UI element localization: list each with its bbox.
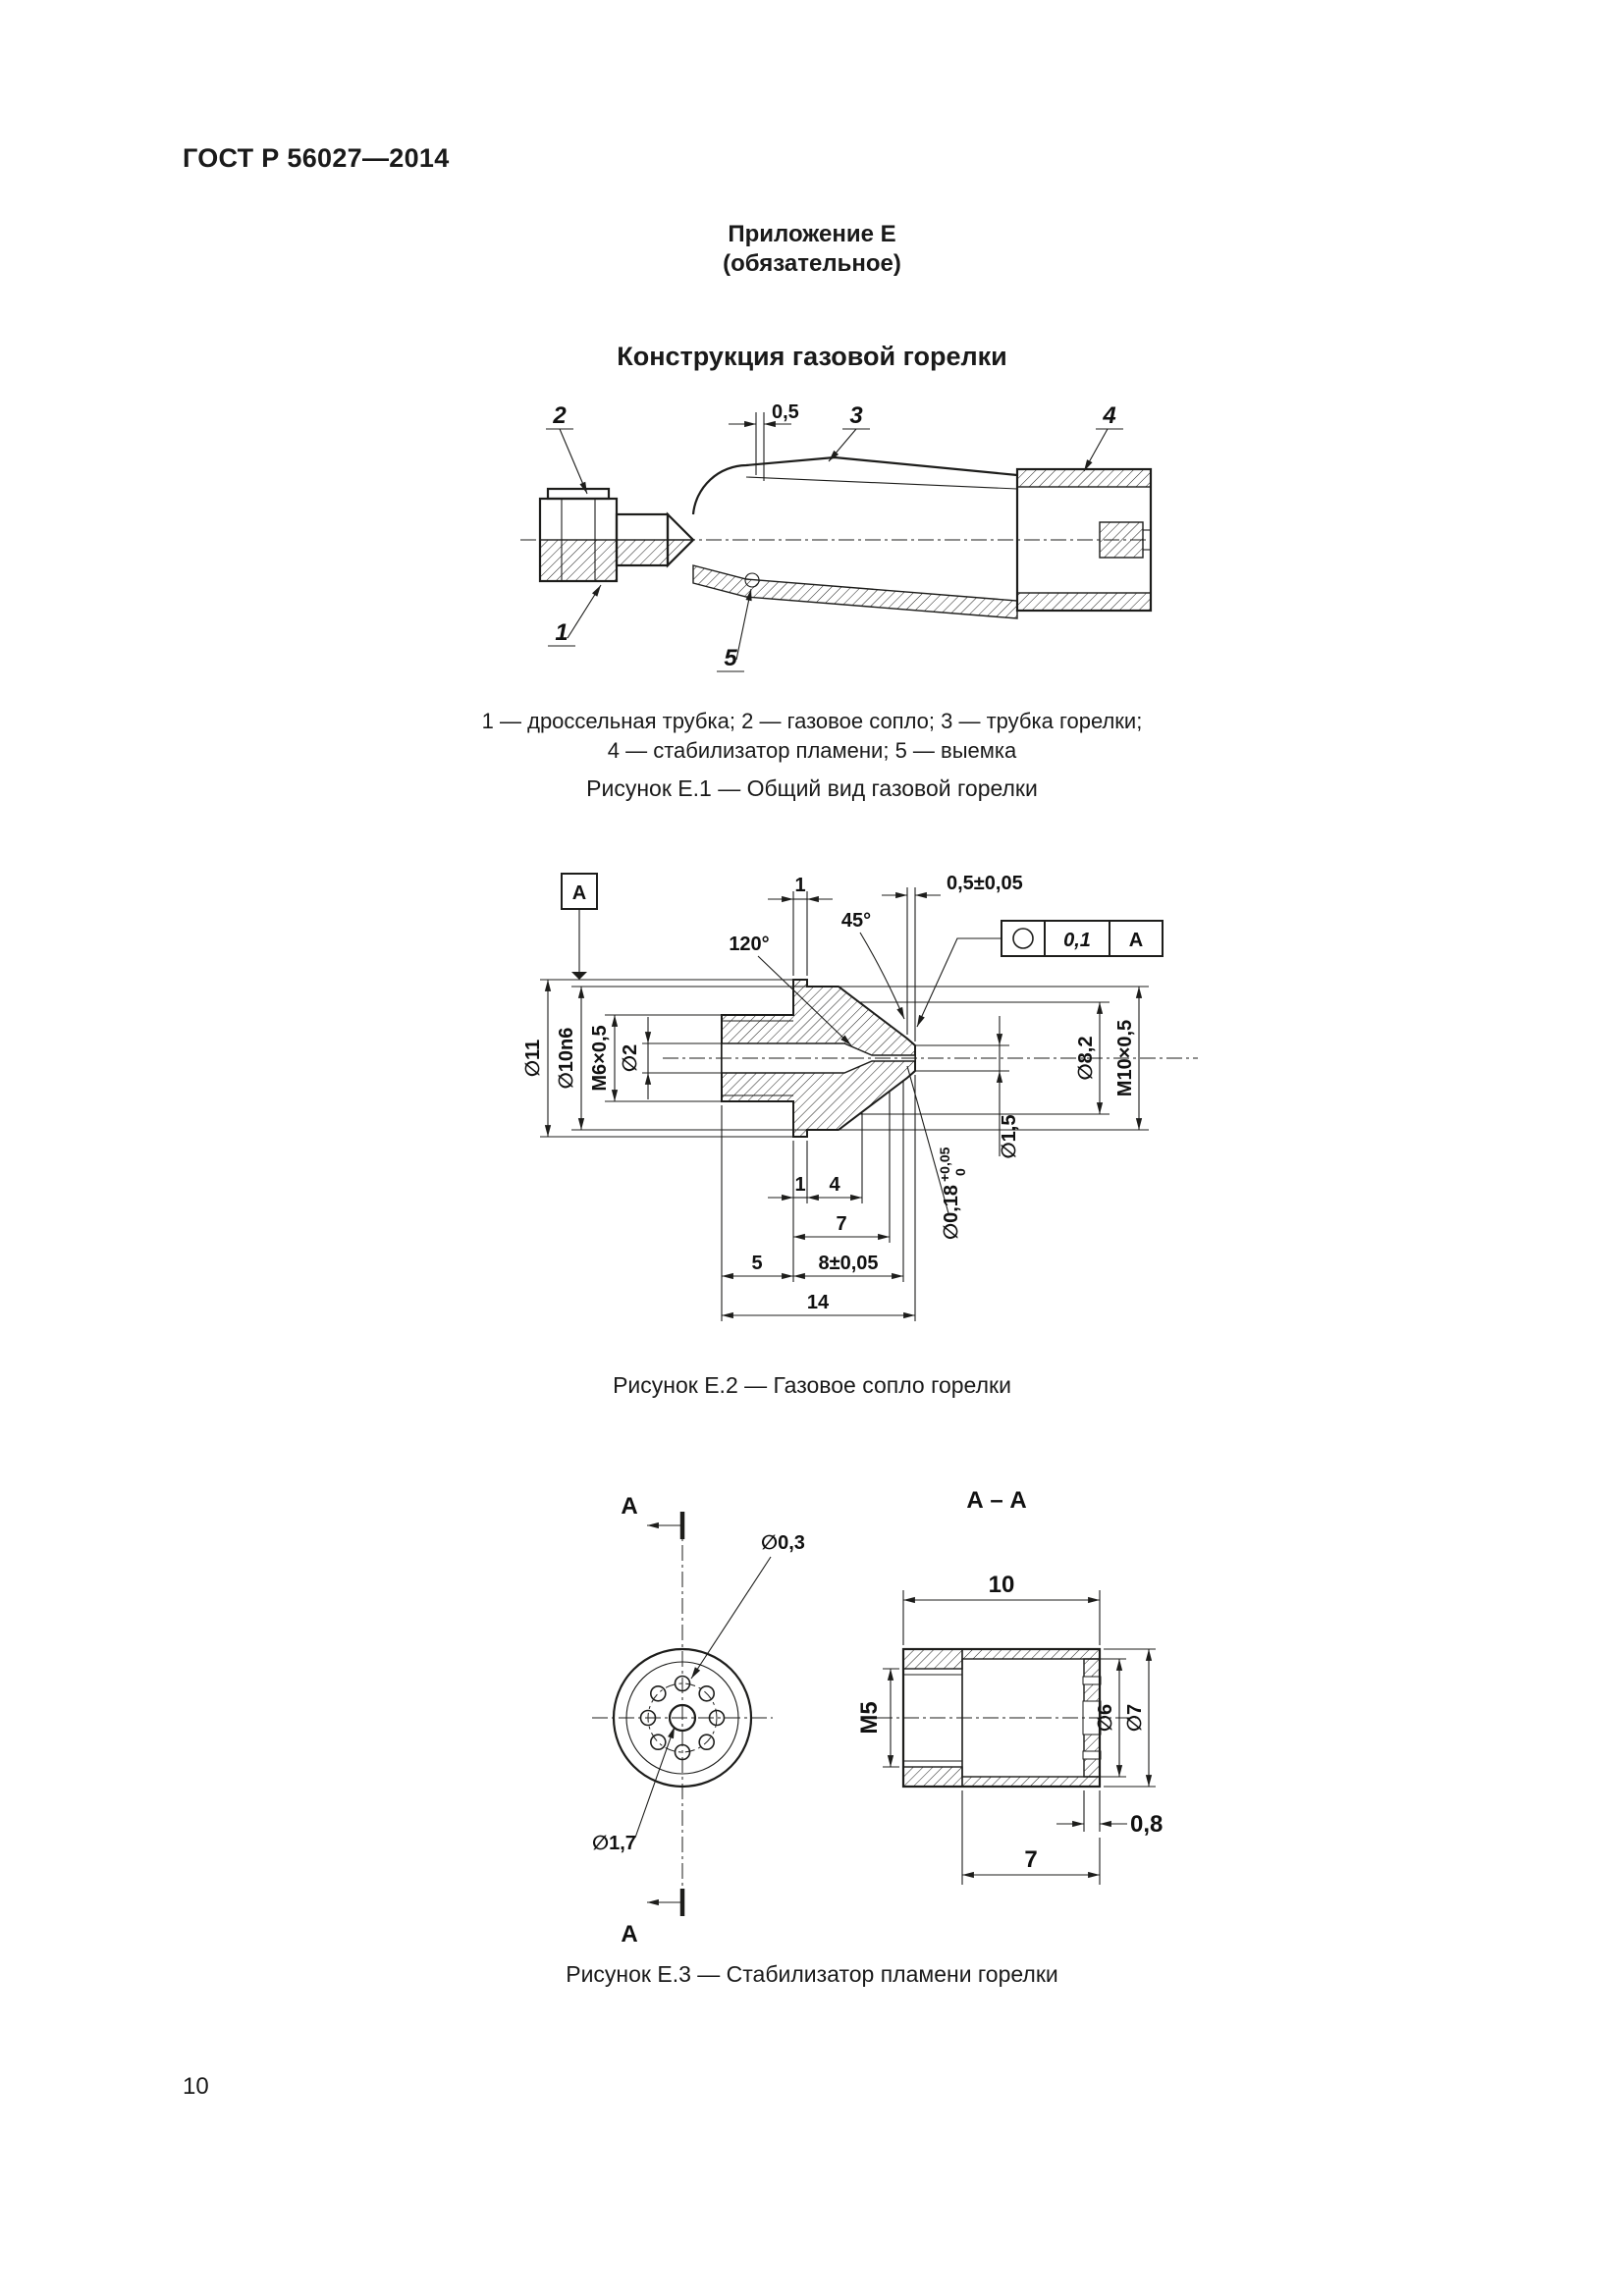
section-view-dimensions: 10 М5 ∅6 ∅7 0,8 7 bbox=[856, 1572, 1163, 1885]
dim-7-bottom: 7 bbox=[1024, 1846, 1037, 1873]
dim-thread-m6: М6×0,5 bbox=[589, 1025, 611, 1091]
recess-notch bbox=[744, 572, 760, 588]
dim-8: 8±0,05 bbox=[818, 1253, 878, 1274]
end-view-dimensions: ∅0,3 ∅1,7 bbox=[592, 1532, 805, 1854]
dim-0-5: 0,5 bbox=[729, 401, 799, 481]
standard-number: ГОСТ Р 56027—2014 bbox=[183, 143, 450, 173]
dim-dia-11: ∅11 bbox=[522, 1040, 544, 1077]
dim-dia-03: ∅0,3 bbox=[761, 1532, 805, 1554]
burner-body bbox=[538, 455, 1153, 619]
right-dimensions: ∅8,2 М10×0,5 ∅1,5 bbox=[839, 986, 1149, 1159]
top-dimensions: 1 0,5±0,05 45° 120° bbox=[729, 873, 1023, 1046]
dim-1-top: 1 bbox=[794, 875, 805, 896]
appendix-line1: Приложение Е bbox=[728, 221, 896, 247]
figure-e2-caption: Рисунок Е.2 — Газовое сопло горелки bbox=[613, 1372, 1011, 1398]
stabilizer-section-view: А – А bbox=[877, 1487, 1142, 1789]
dim-orifice-tol-plus: +0,05 bbox=[937, 1147, 952, 1182]
dim-angle-45: 45° bbox=[841, 910, 871, 932]
stabilizer-end-view bbox=[592, 1519, 773, 1914]
section-title: Конструкция газовой горелки bbox=[617, 342, 1007, 371]
orifice-dimension: ∅0,18 +0,05 0 bbox=[906, 1065, 968, 1240]
bottom-dimensions: 1 4 7 5 8±0,05 14 bbox=[721, 1075, 916, 1321]
tolerance-datum: А bbox=[1129, 930, 1143, 951]
appendix-line2: (обязательное) bbox=[723, 250, 901, 277]
part-number-5: 5 bbox=[724, 645, 737, 671]
legend-line2: 4 — стабилизатор пламени; 5 — выемка bbox=[607, 738, 1017, 763]
dim-dia-15: ∅1,5 bbox=[999, 1115, 1020, 1159]
figure-e2-drawing: ∅11 ∅10n6 М6×0,5 ∅2 А 1 0,5±0,05 45° bbox=[522, 873, 1198, 1321]
section-line-a: А А bbox=[621, 1493, 685, 1948]
left-dimensions: ∅11 ∅10n6 М6×0,5 ∅2 bbox=[522, 979, 807, 1138]
dim-thread-m10: М10×0,5 bbox=[1114, 1020, 1136, 1096]
figure-e1-legend: 1 — дроссельная трубка; 2 — газовое сопл… bbox=[76, 707, 1548, 766]
section-view-title: А – А bbox=[966, 1487, 1026, 1514]
dim-dia-7: ∅7 bbox=[1124, 1704, 1146, 1732]
dim-4: 4 bbox=[829, 1174, 840, 1196]
dim-14: 14 bbox=[807, 1292, 830, 1313]
legend-line1: 1 — дроссельная трубка; 2 — газовое сопл… bbox=[481, 709, 1143, 733]
tolerance-frame: 0,1 А bbox=[916, 920, 1164, 1028]
datum-label: А bbox=[572, 882, 586, 904]
dim-dia-82: ∅8,2 bbox=[1075, 1037, 1097, 1081]
dim-dia-2: ∅2 bbox=[620, 1044, 641, 1072]
datum-triangle bbox=[571, 972, 587, 980]
part-number-4: 4 bbox=[1102, 402, 1115, 429]
section-letter-top: А bbox=[621, 1493, 637, 1520]
dim-label-gap: 0,5 bbox=[772, 401, 799, 423]
figure-e1-caption: Рисунок Е.1 — Общий вид газовой горелки bbox=[586, 775, 1038, 801]
dim-10: 10 bbox=[989, 1572, 1015, 1598]
dim-08: 0,8 bbox=[1130, 1811, 1163, 1838]
roundness-symbol-icon bbox=[1012, 928, 1034, 949]
dim-5: 5 bbox=[751, 1253, 762, 1274]
dim-orifice: ∅0,18 bbox=[941, 1185, 962, 1240]
section-letter-bottom: А bbox=[621, 1921, 637, 1948]
dim-dia-6: ∅6 bbox=[1095, 1704, 1116, 1732]
figure-e1-drawing: 0,5 2 3 4 1 5 bbox=[520, 401, 1153, 672]
dim-thread-m5: М5 bbox=[856, 1701, 883, 1734]
page-number: 10 bbox=[183, 2073, 209, 2100]
dim-7: 7 bbox=[836, 1213, 846, 1235]
part-number-3: 3 bbox=[849, 402, 863, 429]
figure-e3-caption: Рисунок Е.3 — Стабилизатор пламени горел… bbox=[566, 1961, 1058, 1987]
dim-orifice-tol-zero: 0 bbox=[952, 1168, 968, 1176]
dim-tip-face: 0,5±0,05 bbox=[947, 873, 1023, 894]
dim-dia-17: ∅1,7 bbox=[592, 1833, 636, 1854]
appendix-heading: Приложение Е (обязательное) bbox=[76, 220, 1548, 279]
part-number-2: 2 bbox=[552, 402, 567, 429]
dim-dia-10n6: ∅10n6 bbox=[556, 1028, 577, 1090]
part-leaders: 2 3 4 1 5 bbox=[546, 402, 1123, 672]
figure-e3-drawing: А А ∅0,3 ∅1,7 А – А bbox=[592, 1487, 1163, 1948]
dim-1-bottom: 1 bbox=[794, 1174, 805, 1196]
tolerance-value: 0,1 bbox=[1063, 930, 1091, 951]
part-number-1: 1 bbox=[555, 619, 568, 646]
dim-angle-120: 120° bbox=[729, 934, 769, 955]
datum-a: А bbox=[561, 873, 598, 980]
